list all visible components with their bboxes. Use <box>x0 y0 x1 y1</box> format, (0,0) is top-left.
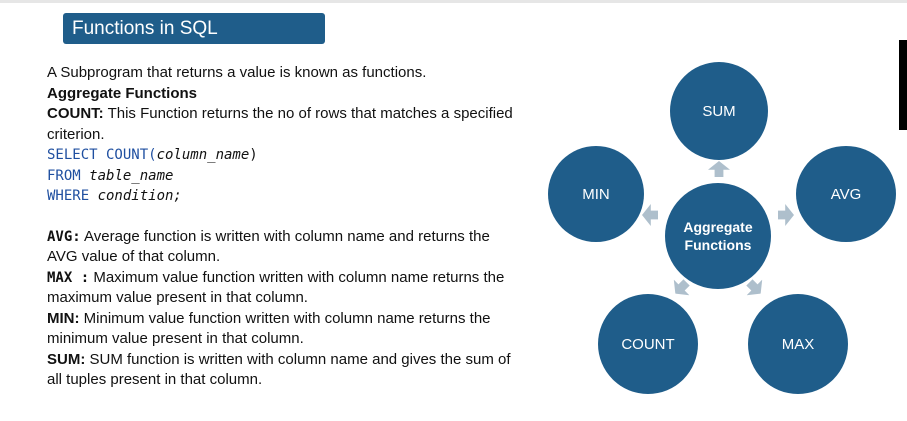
code-where-arg: condition; <box>97 188 182 204</box>
max-text: Maximum value function written with colu… <box>89 268 505 286</box>
code-select-arg: column_name <box>156 147 250 163</box>
arrow-to-sum-icon <box>708 161 730 177</box>
code-select-keyword: SELECT COUNT( <box>47 147 157 163</box>
code-from-line: FROM table_name <box>47 166 567 187</box>
code-from-keyword: FROM <box>47 167 90 184</box>
min-description: MIN: Minimum value function written with… <box>47 309 567 330</box>
count-description-cont: criterion. <box>47 125 105 143</box>
slide-title: Functions in SQL <box>63 13 325 44</box>
count-node-label: COUNT <box>621 335 675 353</box>
sum-node-label: SUM <box>702 102 736 120</box>
code-select-end: ) <box>249 147 258 163</box>
section-heading: Aggregate Functions <box>47 84 198 102</box>
count-text: This Function returns the no of rows tha… <box>103 105 513 122</box>
max-node: MAX <box>748 294 848 394</box>
min-node-label: MIN <box>582 185 610 203</box>
avg-description-cont: AVG value of that column. <box>47 248 221 265</box>
max-node-label: MAX <box>781 335 815 353</box>
sum-text: SUM function is written with column name… <box>85 350 511 368</box>
count-node: COUNT <box>598 294 698 394</box>
sum-node: SUM <box>670 62 768 160</box>
sum-description: SUM: SUM function is written with column… <box>47 350 567 371</box>
avg-node-label: AVG <box>830 185 862 203</box>
arrow-to-min-icon <box>642 204 658 226</box>
slide-body: A Subprogram that returns a value is kno… <box>47 63 567 391</box>
avg-node: AVG <box>796 146 896 242</box>
code-from-arg: table_name <box>89 167 174 184</box>
avg-text: Average function is written with column … <box>80 227 490 245</box>
avg-description: AVG: Average function is written with co… <box>47 227 567 248</box>
min-text: Minimum value function written with colu… <box>79 309 491 327</box>
sum-label: SUM: <box>47 350 86 368</box>
code-select-line: SELECT COUNT(column_name) <box>47 145 567 166</box>
arrow-to-avg-icon <box>778 204 794 226</box>
min-label: MIN: <box>47 309 80 327</box>
count-description: COUNT: This Function returns the no of r… <box>47 104 567 125</box>
sum-description-cont: all tuples present in that column. <box>47 371 263 388</box>
count-label: COUNT: <box>47 105 104 122</box>
window-edge <box>899 40 907 130</box>
max-description: MAX : Maximum value function written wit… <box>47 268 567 289</box>
code-where-line: WHERE condition; <box>47 186 567 207</box>
code-where-keyword: WHERE <box>47 188 98 204</box>
min-node: MIN <box>548 146 644 242</box>
slide-title-text: Functions in SQL <box>72 18 218 39</box>
max-label: MAX : <box>47 269 90 286</box>
max-description-cont: maximum value present in that column. <box>47 289 308 306</box>
min-description-cont: minimum value present in that column. <box>47 330 304 347</box>
intro-text: A Subprogram that returns a value is kno… <box>47 64 427 81</box>
avg-label: AVG: <box>47 228 81 245</box>
top-border <box>0 0 907 3</box>
